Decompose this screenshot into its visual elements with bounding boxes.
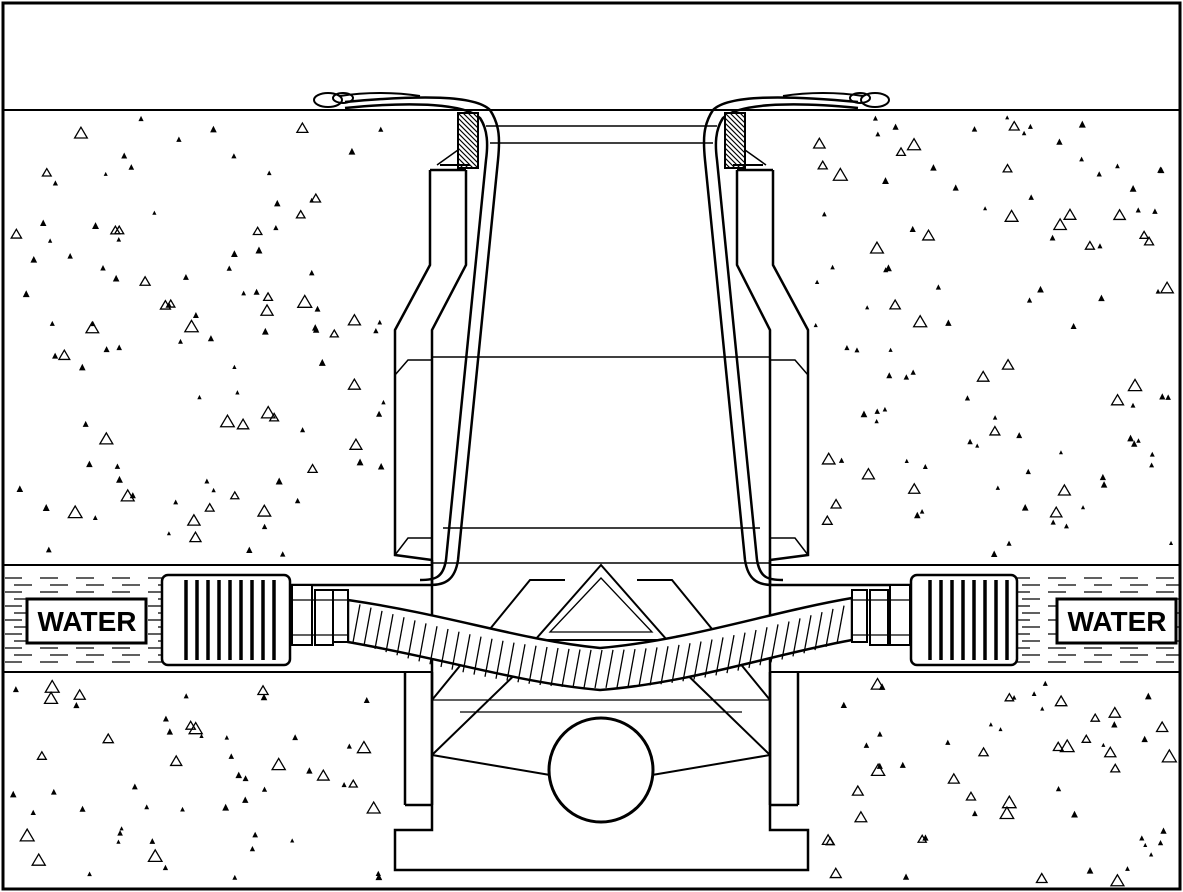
wire-tie-left	[313, 92, 421, 108]
outlet-pipe	[547, 716, 655, 824]
flexible-corrugated-pipe	[346, 596, 854, 692]
concrete-slab-upper-right	[812, 115, 1175, 557]
drain-body	[393, 168, 810, 872]
wire-tie-right	[782, 92, 890, 108]
clamp-ring-right	[724, 112, 767, 169]
waterstop-bellows-right	[909, 573, 1019, 667]
concrete-slab-upper-left	[10, 115, 386, 557]
pipe-clamp-right	[851, 584, 911, 646]
water-label-left-text: WATER	[37, 606, 136, 637]
pipe-clamp-left	[291, 584, 349, 646]
water-label-right: WATER	[1055, 597, 1178, 645]
water-label-right-text: WATER	[1067, 606, 1166, 637]
waterstop-bellows-left	[160, 573, 292, 667]
concrete-slab-lower-right	[821, 677, 1178, 887]
clamp-ring-left	[436, 112, 479, 169]
drain-funnel	[290, 96, 910, 587]
water-label-left: WATER	[25, 597, 148, 645]
concrete-slab-lower-left	[9, 679, 383, 881]
